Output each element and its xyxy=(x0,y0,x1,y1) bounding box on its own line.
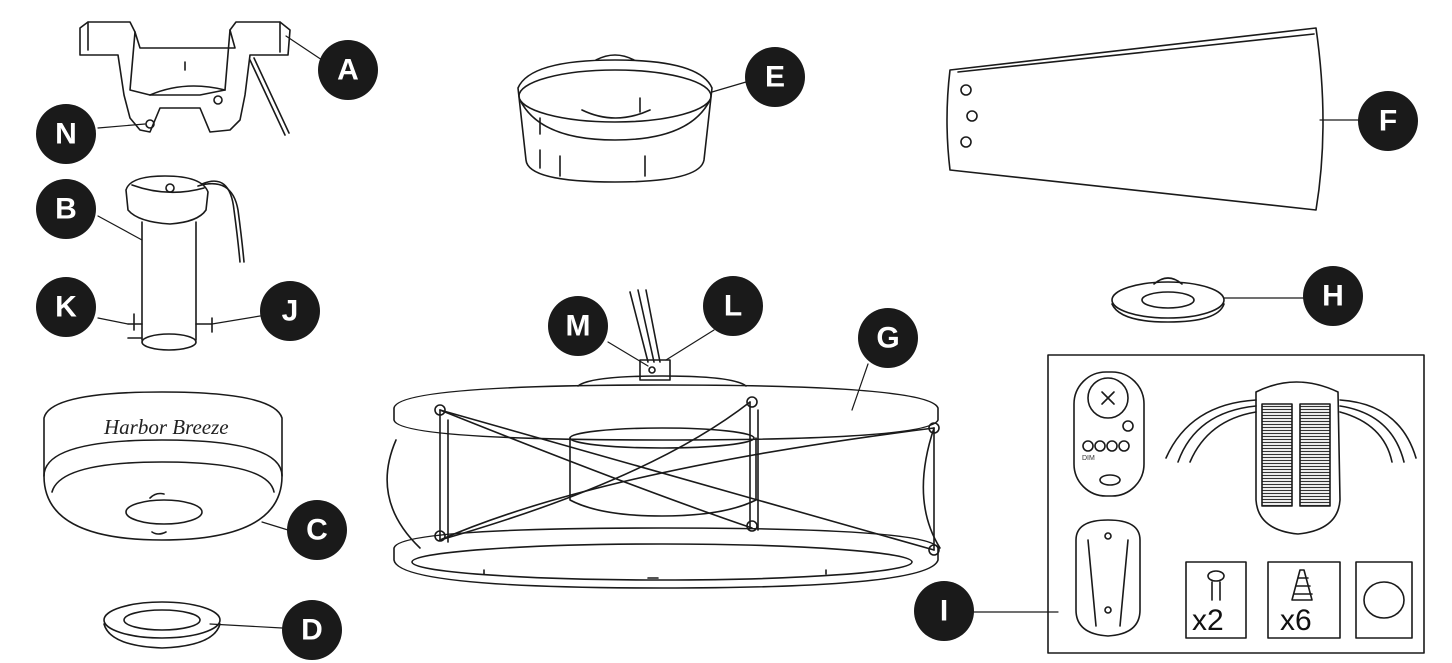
badge-K: K xyxy=(36,277,96,337)
remote-kit-box xyxy=(1047,354,1425,654)
badge-M: M xyxy=(548,296,608,356)
svg-text:G: G xyxy=(876,322,899,355)
badge-L: L xyxy=(703,276,763,336)
badge-B: B xyxy=(36,179,96,239)
downrod-part xyxy=(125,175,245,351)
svg-text:N: N xyxy=(55,118,77,151)
svg-text:J: J xyxy=(282,295,299,328)
badge-D: D xyxy=(282,600,342,660)
badge-G: G xyxy=(858,308,918,368)
leader-lines xyxy=(97,35,1361,629)
trim-ring-part xyxy=(103,601,221,649)
wire-nuts-box xyxy=(1267,561,1341,639)
remote-control-part xyxy=(1073,371,1145,497)
badge-F: F xyxy=(1358,91,1418,151)
svg-text:D: D xyxy=(301,614,323,647)
svg-text:L: L xyxy=(724,290,742,323)
screws-qty: x2 xyxy=(1192,604,1224,637)
dim-label: DIM xyxy=(1082,455,1095,462)
badge-J: J xyxy=(260,281,320,341)
mounting-bracket-part xyxy=(79,21,291,136)
svg-text:K: K xyxy=(55,291,77,324)
canopy-part xyxy=(517,54,713,183)
svg-text:I: I xyxy=(940,595,948,628)
svg-text:C: C xyxy=(306,514,328,547)
badge-A: A xyxy=(318,40,378,100)
badge-E: E xyxy=(745,47,805,107)
pad-box xyxy=(1355,561,1413,639)
fan-blade-part xyxy=(946,27,1324,211)
svg-text:H: H xyxy=(1322,280,1344,313)
svg-text:E: E xyxy=(765,61,785,94)
light-cover-part xyxy=(1111,277,1225,323)
svg-text:M: M xyxy=(566,310,591,343)
receiver-part xyxy=(1165,381,1417,535)
motor-housing-part xyxy=(43,391,283,541)
remote-holder-part xyxy=(1075,519,1141,637)
brand-wordmark: Harbor Breeze xyxy=(103,415,229,439)
fan-body-part xyxy=(386,289,941,589)
svg-text:B: B xyxy=(55,193,77,226)
badge-N: N xyxy=(36,104,96,164)
badge-H: H xyxy=(1303,266,1363,326)
badge-I: I xyxy=(914,581,974,641)
svg-text:F: F xyxy=(1379,105,1397,138)
svg-text:A: A xyxy=(337,54,359,87)
badge-C: C xyxy=(287,500,347,560)
wire-nuts-qty: x6 xyxy=(1280,604,1312,637)
screws-box xyxy=(1185,561,1247,639)
